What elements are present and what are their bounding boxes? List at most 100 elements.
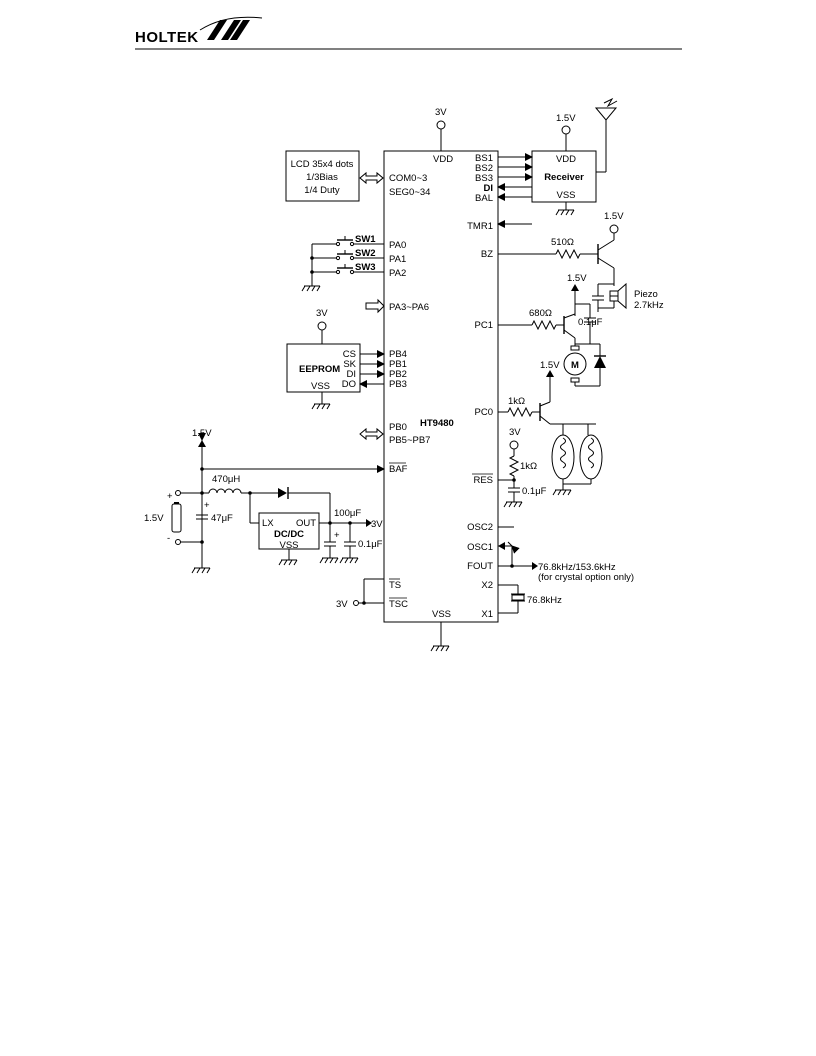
ground-icon [278,559,298,566]
power-section: 1.5V + - 1.5V + 47μF 470μH [144,428,385,610]
brand-name: HOLTEK [135,29,199,46]
pin-osc2: OSC2 [467,522,493,533]
chip-vdd-supply: 3V [435,107,447,151]
sw2-label: SW2 [355,248,376,259]
dcdc-vss: VSS [279,540,298,551]
inductor-icon [208,488,242,494]
diode-icon [278,488,287,498]
motor-driver: 1.5V 680Ω 0.1μF M [498,273,606,387]
crystal-label: 76.8kHz [527,595,562,606]
resistor-icon [555,248,581,260]
battery-minus: - [167,533,170,544]
supply-arrow-icon [571,284,579,291]
pin-fout: FOUT [467,561,493,572]
res-3v-label: 3V [509,427,521,438]
eeprom-di: DI [347,369,357,380]
eeprom-3v-label: 3V [316,308,328,319]
pin-bs2: BS2 [475,163,493,174]
ground-icon [430,645,450,652]
r510-label: 510Ω [551,237,574,248]
pb-bus-double-arrow-icon [359,427,384,441]
oscillator-section: 76.8kHz/153.6kHz (for crystal option onl… [498,526,634,614]
motor-icon [563,352,587,376]
flyback-diode-icon [594,356,606,368]
receiver-vdd: VDD [556,154,576,165]
supply-terminal-icon [436,120,446,130]
ground-icon [555,209,575,216]
resistor-icon [508,455,520,477]
battery-terminal-icon [175,490,181,496]
r1k-res-label: 1kΩ [520,461,537,472]
buzzer-driver: 510Ω 1.5V Piezo 2.7kHz [498,211,664,312]
pin-pb4: PB4 [389,349,407,360]
pin-bs3: BS3 [475,173,493,184]
pin-tmr1: TMR1 [467,221,493,232]
fout-label-2: (for crystal option only) [538,572,634,583]
motor-label: M [571,360,579,371]
pin-pb1: PB1 [389,359,407,370]
pin-pb5-pb7: PB5~PB7 [389,435,430,446]
pin-seg: SEG0~34 [389,187,430,198]
c01-res-label: 0.1μF [522,486,547,497]
receiver-1v5-label: 1.5V [556,113,576,124]
ground-icon [552,489,572,496]
logo-mark-icon [207,20,250,40]
supply-terminal-icon [561,125,571,135]
eeprom-sk: SK [343,359,356,370]
tsc-3v-label: 3V [336,599,348,610]
pc1-1v5-label: 1.5V [567,273,587,284]
supply-terminal-icon [509,440,519,450]
ground-icon [311,403,331,410]
pin-ts: TS [389,580,401,591]
r680-label: 680Ω [529,308,552,319]
fout-label-1: 76.8kHz/153.6kHz [538,562,616,573]
eeprom-block: 3V EEPROM CS SK DI DO VSS [286,308,385,410]
ground-icon [339,557,359,564]
pin-osc1: OSC1 [467,542,493,553]
battery-icon [171,503,182,533]
supply-terminal-icon [317,321,327,331]
supply-arrow-icon [546,370,554,377]
c100-plus: + [334,530,340,541]
pin-pa0: PA0 [389,240,406,251]
ground-icon [301,285,321,292]
piezo-freq-label: 2.7kHz [634,300,664,311]
pin-vss: VSS [432,609,451,620]
dcdc-3v-label: 3V [371,519,383,530]
eeprom-cs: CS [343,349,356,360]
lcd-line1: LCD 35x4 dots [291,159,354,170]
receiver-block: 1.5V VDD Receiver VSS [497,97,618,216]
pin-pc0: PC0 [475,407,493,418]
lamp-icon [579,434,603,480]
reset-circuit: 3V 1kΩ 0.1μF [498,427,547,508]
antenna-icon [594,107,618,121]
pin-res: RES [473,475,493,486]
pin-tsc: TSC [389,599,408,610]
osc1-arrow-icon [498,542,505,550]
ground-icon [319,557,339,564]
receiver-title: Receiver [544,172,584,183]
pa-bus-arrow-icon [365,298,385,314]
pin-vdd: VDD [433,154,453,165]
battery-plus: + [167,491,173,502]
output-arrow-icon [366,519,372,527]
pin-bal: BAL [475,193,493,204]
pin-pa1: PA1 [389,254,406,265]
pin-pc1: PC1 [475,320,493,331]
battery-terminal-icon [175,539,181,545]
resistor-icon [507,406,533,418]
inductor-label: 470μH [212,474,240,485]
pin-baf: BAF [389,464,408,475]
bus-double-arrow-icon [359,171,384,185]
supply-terminal-icon [353,600,359,606]
supply-arrow-icon [198,440,206,447]
signal-icon [603,97,618,108]
pin-pb3: PB3 [389,379,407,390]
fout-arrow-icon [532,562,538,570]
dcdc-out: OUT [296,518,316,529]
piezo-label: Piezo [634,289,658,300]
pin-x2: X2 [481,580,493,591]
c100-label: 100μF [334,508,361,519]
pin-pa3-pa6: PA3~PA6 [389,302,429,313]
